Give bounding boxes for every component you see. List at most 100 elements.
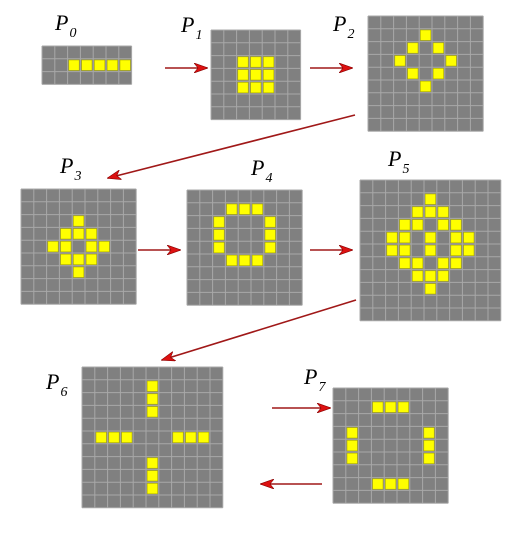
grid-lines	[359, 179, 502, 322]
live-cell	[146, 406, 158, 418]
panel-label-letter: P	[55, 10, 69, 35]
panel-label-p4: P4	[251, 157, 272, 186]
live-cell	[146, 393, 158, 405]
panel-label-p6: P6	[46, 371, 67, 400]
live-cell	[146, 483, 158, 495]
panel-label-subscript: 5	[402, 162, 410, 177]
panel-label-subscript: 1	[195, 28, 203, 43]
live-cell	[412, 257, 424, 269]
live-cell	[399, 257, 411, 269]
grid-lines	[41, 45, 133, 85]
live-cell	[213, 242, 225, 254]
live-cell	[372, 401, 384, 413]
panel-label-p0: P0	[55, 10, 76, 41]
live-cell	[432, 68, 444, 80]
live-cell	[463, 232, 475, 244]
grids	[20, 15, 502, 509]
live-cell	[119, 59, 131, 71]
live-cell	[106, 59, 118, 71]
live-cell	[437, 270, 449, 282]
live-cell	[73, 253, 85, 265]
live-cell	[85, 253, 97, 265]
live-cell	[239, 254, 251, 266]
live-cell	[264, 216, 276, 228]
live-cell	[98, 241, 110, 253]
panel-label-letter: P	[60, 153, 74, 178]
live-cell	[264, 242, 276, 254]
live-cell	[73, 266, 85, 278]
live-cell	[81, 59, 93, 71]
grid-panel-p5	[359, 179, 502, 322]
grid-lines	[332, 387, 449, 504]
grid-lines	[81, 366, 224, 509]
live-cell	[424, 193, 436, 205]
live-cell	[372, 478, 384, 490]
live-cell	[185, 431, 197, 443]
live-cell	[346, 440, 358, 452]
live-cell	[60, 241, 72, 253]
live-cell	[121, 431, 133, 443]
panel-label-letter: P	[388, 146, 402, 171]
live-cell	[412, 206, 424, 218]
panel-label-subscript: 7	[318, 380, 326, 395]
live-cell	[346, 452, 358, 464]
live-cell	[263, 56, 275, 68]
panel-label-p3: P3	[60, 153, 81, 184]
live-cell	[437, 219, 449, 231]
grid-panel-p0	[41, 45, 133, 85]
live-cell	[226, 254, 238, 266]
panel-label-letter: P	[304, 364, 318, 389]
live-cell	[423, 452, 435, 464]
grid-panel-p3	[20, 188, 137, 305]
live-cell	[424, 232, 436, 244]
panel-label-p1: P1	[181, 14, 202, 43]
live-cell	[463, 244, 475, 256]
live-cell	[423, 427, 435, 439]
arrow-p5-to-p6	[162, 299, 357, 360]
live-cell	[264, 229, 276, 241]
panel-label-p7: P7	[304, 364, 325, 395]
live-cell	[108, 431, 120, 443]
grid-lines	[20, 188, 137, 305]
live-cell	[394, 55, 406, 67]
live-cell	[424, 283, 436, 295]
live-cell	[251, 203, 263, 215]
live-cell	[263, 69, 275, 81]
live-cell	[432, 42, 444, 54]
grid-lines	[186, 189, 303, 306]
live-cell	[437, 257, 449, 269]
live-cell	[437, 206, 449, 218]
grid-panel-p6	[81, 366, 224, 509]
grid-background	[21, 189, 137, 305]
live-cell	[250, 82, 262, 94]
arrows	[108, 68, 357, 484]
live-cell	[423, 440, 435, 452]
panel-label-subscript: 2	[347, 27, 355, 42]
live-cell	[60, 253, 72, 265]
live-cell	[450, 219, 462, 231]
live-cell	[146, 470, 158, 482]
live-cell	[407, 42, 419, 54]
arrow-p2-to-p3	[108, 114, 356, 178]
live-cell	[424, 206, 436, 218]
live-cell	[407, 68, 419, 80]
grid-panel-p1	[210, 29, 302, 121]
panel-label-p2: P2	[333, 13, 354, 42]
live-cell	[226, 203, 238, 215]
live-cell	[424, 270, 436, 282]
live-cell	[60, 228, 72, 240]
live-cell	[420, 80, 432, 92]
live-cell	[198, 431, 210, 443]
live-cell	[397, 478, 409, 490]
grid-lines	[367, 15, 484, 132]
live-cell	[94, 59, 106, 71]
live-cell	[85, 241, 97, 253]
live-cell	[424, 244, 436, 256]
live-cell	[73, 228, 85, 240]
live-cell	[385, 401, 397, 413]
grid-panel-p4	[186, 189, 303, 306]
live-cell	[250, 69, 262, 81]
live-cell	[386, 232, 398, 244]
live-cell	[172, 431, 184, 443]
